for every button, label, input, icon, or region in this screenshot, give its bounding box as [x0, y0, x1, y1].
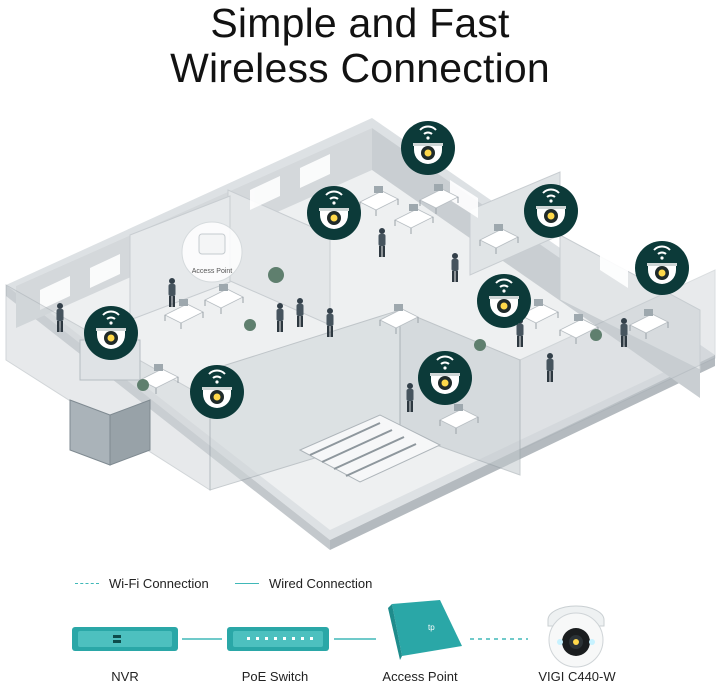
- device-chain: tp: [72, 600, 605, 668]
- office-floorplan: Access Point: [5, 118, 716, 550]
- legend-wired: Wired Connection: [235, 576, 372, 591]
- vigi-camera-icon: [547, 605, 605, 668]
- legend-wifi-label: Wi-Fi Connection: [109, 576, 209, 591]
- nvr-icon: [72, 627, 178, 651]
- camera-wifi-icon: [476, 273, 532, 329]
- solid-line-icon: [235, 583, 259, 584]
- camera-wifi-icon: [306, 185, 362, 241]
- camera-wifi-icon: [400, 120, 456, 176]
- legend-wired-label: Wired Connection: [269, 576, 373, 591]
- camera-wifi-icon: [634, 240, 690, 296]
- access-point-icon: tp: [388, 600, 462, 660]
- camera-wifi-icon: [189, 364, 245, 420]
- ap-brand-mark: tp: [428, 623, 435, 632]
- camera-wifi-icon: [523, 183, 579, 239]
- access-point-label: Access Point: [382, 669, 458, 684]
- headline-line-2: Wireless Connection: [170, 45, 550, 91]
- camera-wifi-icon: [83, 305, 139, 361]
- camera-model-label: VIGI C440-W: [538, 669, 616, 684]
- access-point-marker: Access Point: [181, 221, 243, 283]
- poe-switch-label: PoE Switch: [241, 669, 309, 684]
- headline-line-1: Simple and Fast: [210, 0, 510, 46]
- dashed-line-icon: [75, 583, 99, 584]
- poe-switch-icon: [227, 627, 329, 651]
- nvr-label: NVR: [111, 669, 139, 684]
- legend-wifi: Wi-Fi Connection: [75, 576, 209, 591]
- access-point-caption: Access Point: [192, 268, 233, 275]
- camera-wifi-icon: [417, 350, 473, 406]
